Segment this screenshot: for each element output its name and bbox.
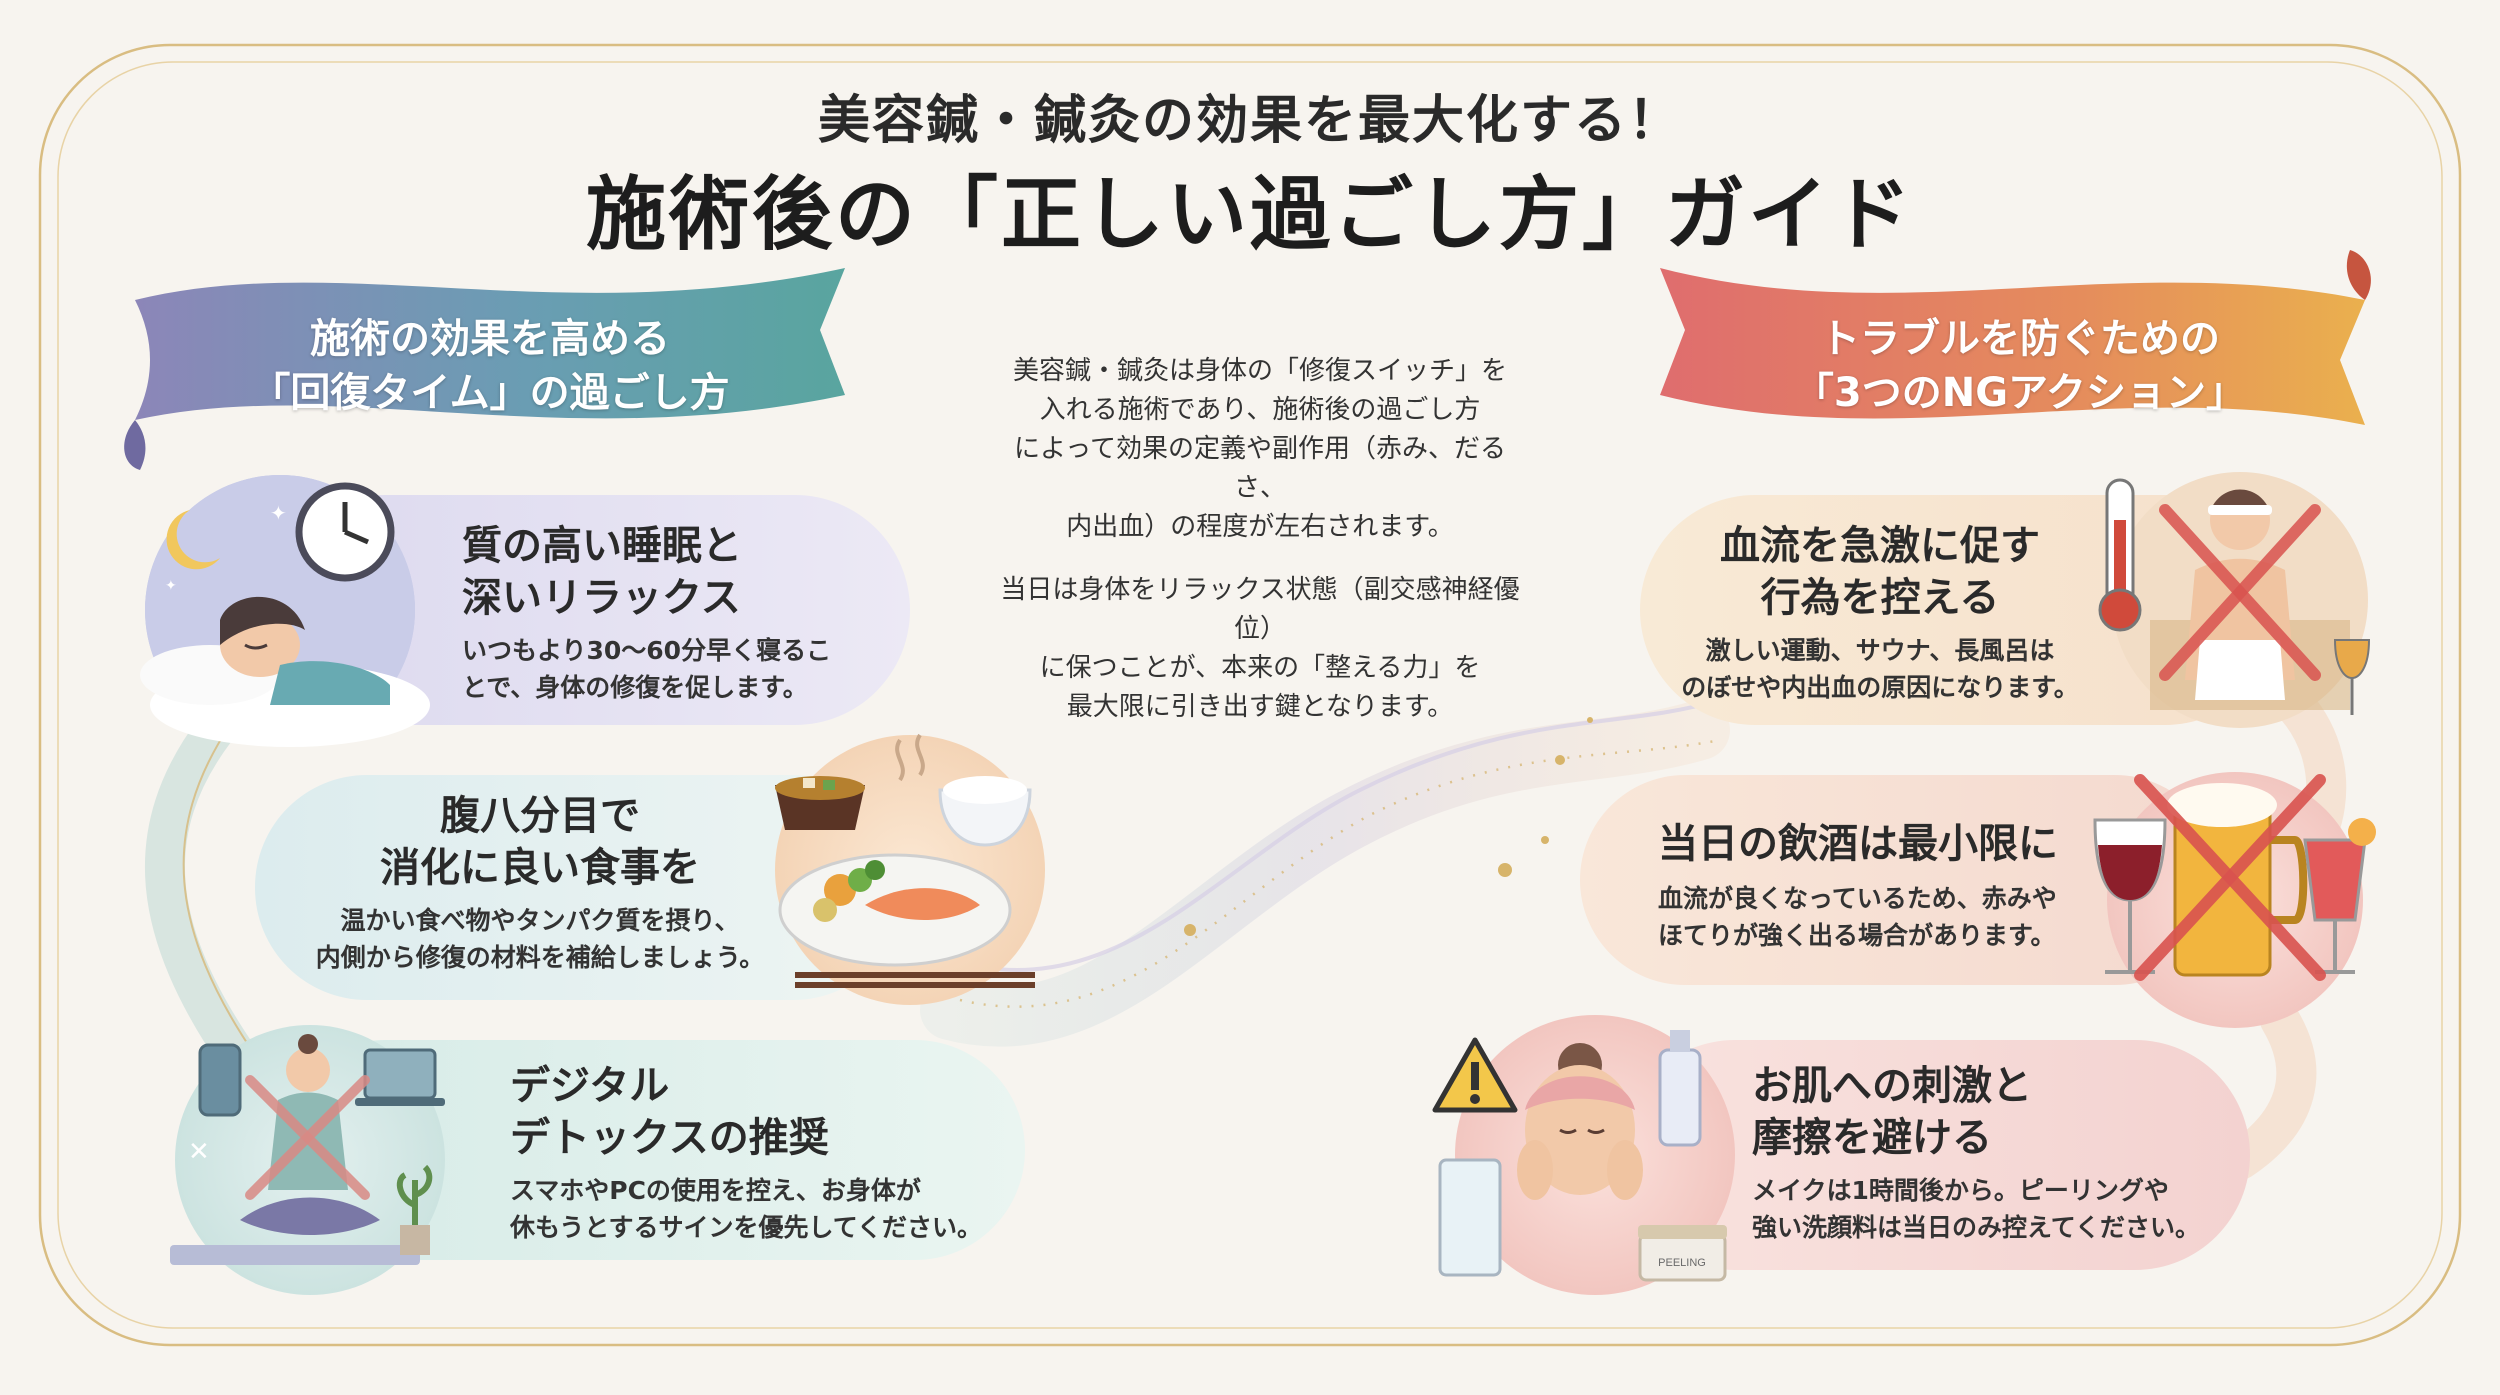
card-title: 質の高い睡眠と 深いリラックス <box>462 523 742 621</box>
right-banner-line2: 「3つのNGアクション」 <box>1793 370 2247 416</box>
digital-detox-illustration: ✕ <box>170 1025 445 1295</box>
svg-text:✦: ✦ <box>270 501 287 525</box>
sauna-illustration <box>2098 472 2371 728</box>
tube-icon <box>1438 1158 1502 1277</box>
page-subtitle: 美容鍼・鍼灸の効果を最大化する！ <box>817 91 1682 151</box>
card-description: いつもより30〜60分早く寝るこ とで、身体の修復を促します。 <box>462 636 832 702</box>
intro-paragraph-2: 当日は身体をリラックス状態（副交感神経優位） に保つことが、本来の「整える力」を… <box>1000 575 1520 722</box>
recovery-card-sleep: 質の高い睡眠と 深いリラックス いつもより30〜60分早く寝るこ とで、身体の修… <box>462 520 892 706</box>
serum-bottle-icon <box>1658 1030 1702 1147</box>
right-banner: トラブルを防ぐための 「3つのNGアクション」 <box>1680 312 2360 420</box>
intro-paragraph-1: 美容鍼・鍼灸は身体の「修復スイッチ」を 入れる施術であり、施術後の過ごし方 によ… <box>1012 356 1507 542</box>
card-title: 血流を急激に促す 行為を控える <box>1720 523 2040 621</box>
card-description: 温かい食べ物やタンパク質を摂り、 内側から修復の材料を補給しましょう。 <box>315 906 765 972</box>
alcohol-illustration <box>2093 772 2376 1028</box>
laptop-icon <box>363 1048 437 1100</box>
clock-icon <box>295 482 395 582</box>
intro-text: 美容鍼・鍼灸は身体の「修復スイッチ」を 入れる施術であり、施術後の過ごし方 によ… <box>990 352 1530 751</box>
recovery-card-digital-detox: デジタル デトックスの推奨 スマホやPCの使用を控え、お身体が 休もうとするサイ… <box>510 1060 1010 1246</box>
left-banner-line1: 施術の効果を高める <box>310 316 670 362</box>
ng-card-skin: お肌への刺激と 摩擦を避ける メイクは1時間後から。ピーリングや 強い洗顔料は当… <box>1752 1060 2232 1246</box>
svg-text:✕: ✕ <box>188 1137 210 1167</box>
right-banner-line1: トラブルを防ぐための <box>1820 316 2220 362</box>
ng-card-blood-flow: 血流を急激に促す 行為を控える 激しい運動、サウナ、長風呂は のぼせや内出血の原… <box>1660 520 2100 706</box>
wine-glass-icon <box>2093 818 2167 974</box>
cream-jar-label: PEELING <box>1658 1257 1706 1269</box>
recovery-card-meal: 腹八分目で 消化に良い食事を 温かい食べ物やタンパク質を摂り、 内側から修復の材… <box>305 790 775 976</box>
page-title: 施術後の「正しい過ごし方」ガイド <box>586 168 1914 261</box>
left-banner-line2: 「回復タイム」の過ごし方 <box>250 370 730 416</box>
card-title: お肌への刺激と 摩擦を避ける <box>1752 1063 2032 1161</box>
cream-jar-icon: PEELING <box>1638 1225 1727 1282</box>
skincare-illustration: PEELING <box>1432 1015 1735 1295</box>
card-title: デジタル デトックスの推奨 <box>510 1063 829 1161</box>
card-description: メイクは1時間後から。ピーリングや 強い洗顔料は当日のみ控えてください。 <box>1752 1176 2201 1242</box>
card-title: 当日の飲酒は最小限に <box>1658 821 2058 867</box>
left-banner: 施術の効果を高める 「回復タイム」の過ごし方 <box>150 312 830 420</box>
thermometer-icon <box>2098 478 2142 632</box>
card-description: スマホやPCの使用を控え、お身体が 休もうとするサインを優先してください。 <box>510 1176 983 1242</box>
sleep-illustration: ✦ ✦ <box>140 475 430 747</box>
card-description: 血流が良くなっているため、赤みや ほてりが強く出る場合があります。 <box>1658 884 2057 950</box>
ng-card-alcohol: 当日の飲酒は最小限に 血流が良くなっているため、赤みや ほてりが強く出る場合があ… <box>1658 818 2098 954</box>
card-description: 激しい運動、サウナ、長風呂は のぼせや内出血の原因になります。 <box>1681 636 2079 702</box>
warning-icon <box>1432 1037 1518 1113</box>
svg-text:✦: ✦ <box>165 578 177 594</box>
phone-icon <box>198 1043 242 1117</box>
moon-icon <box>166 510 220 570</box>
card-title: 腹八分目で 消化に良い食事を <box>380 793 700 891</box>
meal-illustration <box>775 733 1045 1005</box>
cocktail-icon <box>2303 818 2376 974</box>
